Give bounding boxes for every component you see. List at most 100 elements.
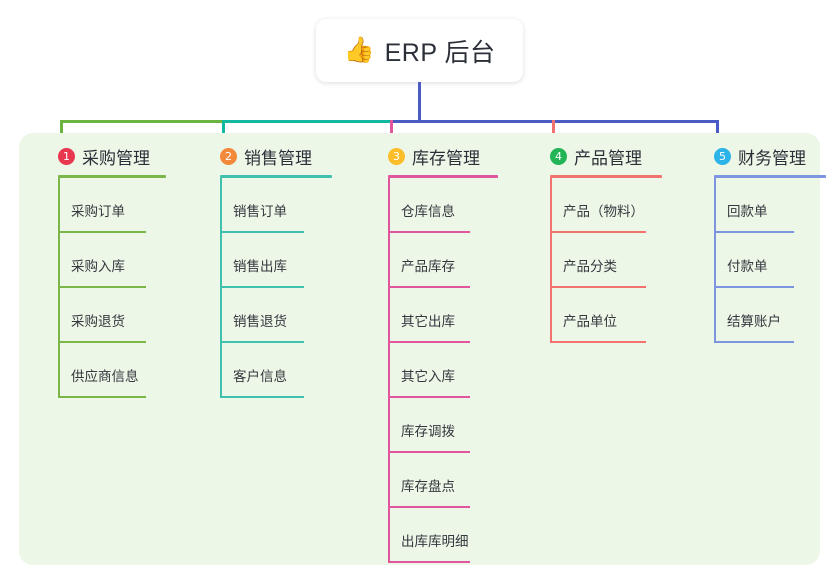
item-rule [550,286,646,288]
column-header-rule-3 [388,175,498,178]
item-label: 产品（物料） [563,204,644,219]
list-item[interactable]: 销售退货 [200,288,332,343]
item-label: 采购退货 [71,314,125,329]
item-spine [550,233,552,288]
item-spine [388,233,390,288]
root-title: ERP 后台 [384,38,496,67]
list-item[interactable]: 仓库信息 [368,178,498,233]
item-spine [388,508,390,563]
item-spine [388,453,390,508]
item-spine [388,178,390,233]
column-title-2: 销售管理 [244,148,312,168]
badge-number-2: 2 [220,147,237,165]
branch-panel [19,133,820,565]
list-item[interactable]: 出库库明细 [368,508,498,563]
column-1: 1 采购管理采购订单采购入库采购退货供应商信息 [38,143,166,398]
connector-drop-3 [390,120,393,143]
item-rule [58,396,146,398]
item-label: 产品分类 [563,259,617,274]
item-label: 其它入库 [401,369,455,384]
item-rule [220,286,304,288]
item-rule [220,231,304,233]
item-rule [58,231,146,233]
column-items-4: 产品（物料） 产品分类产品单位 [530,178,662,343]
item-label: 销售退货 [233,314,287,329]
item-rule [388,286,470,288]
item-spine [220,343,222,398]
item-rule [220,341,304,343]
item-rule [714,341,794,343]
column-title-3: 库存管理 [412,148,480,168]
column-items-2: 销售订单销售出库销售退货客户信息 [200,178,332,398]
list-item[interactable]: 采购入库 [38,233,166,288]
list-item[interactable]: 采购退货 [38,288,166,343]
item-label: 库存调拨 [401,424,455,439]
item-rule [714,231,794,233]
item-spine [58,288,60,343]
column-header-2[interactable]: 2 销售管理 [200,143,332,169]
list-item[interactable]: 销售订单 [200,178,332,233]
item-label: 出库库明细 [401,534,469,549]
list-item[interactable]: 销售出库 [200,233,332,288]
connector-bar-green [60,120,222,123]
column-header-rule-4 [550,175,662,178]
item-spine [388,343,390,398]
badge-number-1: 1 [58,147,75,165]
root-node[interactable]: 👍 ERP 后台 [316,19,523,82]
list-item[interactable]: 产品分类 [530,233,662,288]
column-header-rule-2 [220,175,332,178]
item-label: 回款单 [727,204,768,219]
column-items-3: 仓库信息产品库存其它出库其它入库库存调拨库存盘点出库库明细 [368,178,498,563]
item-spine [58,233,60,288]
column-title-1: 采购管理 [82,148,150,168]
item-spine [220,233,222,288]
column-header-1[interactable]: 1 采购管理 [38,143,166,169]
list-item[interactable]: 其它出库 [368,288,498,343]
item-spine [714,233,716,288]
item-rule [388,341,470,343]
item-rule [388,506,470,508]
list-item[interactable]: 其它入库 [368,343,498,398]
list-item[interactable]: 结算账户 [694,288,826,343]
item-label: 产品单位 [563,314,617,329]
item-spine [388,398,390,453]
item-rule [388,561,470,563]
list-item[interactable]: 库存调拨 [368,398,498,453]
list-item[interactable]: 库存盘点 [368,453,498,508]
list-item[interactable]: 供应商信息 [38,343,166,398]
item-spine [550,288,552,343]
item-spine [714,178,716,233]
column-items-5: 回款单付款单结算账户 [694,178,826,343]
item-spine [550,178,552,233]
root-stem [418,82,421,122]
item-label: 采购入库 [71,259,125,274]
item-spine [388,288,390,343]
list-item[interactable]: 产品库存 [368,233,498,288]
item-spine [58,343,60,398]
list-item[interactable]: 采购订单 [38,178,166,233]
item-label: 结算账户 [727,314,781,329]
list-item[interactable]: 客户信息 [200,343,332,398]
list-item[interactable]: 付款单 [694,233,826,288]
item-label: 仓库信息 [401,204,455,219]
column-2: 2 销售管理销售订单销售出库销售退货客户信息 [200,143,332,398]
item-label: 供应商信息 [71,369,139,384]
item-label: 产品库存 [401,259,455,274]
thumbs-up-icon: 👍 [343,36,375,64]
list-item[interactable]: 产品（物料） [530,178,662,233]
item-rule [388,451,470,453]
item-label: 库存盘点 [401,479,455,494]
item-label: 销售出库 [233,259,287,274]
list-item[interactable]: 回款单 [694,178,826,233]
list-item[interactable]: 产品单位 [530,288,662,343]
item-rule [388,396,470,398]
column-title-4: 产品管理 [574,148,642,168]
item-rule [388,231,470,233]
connector-drop-1 [60,120,63,143]
